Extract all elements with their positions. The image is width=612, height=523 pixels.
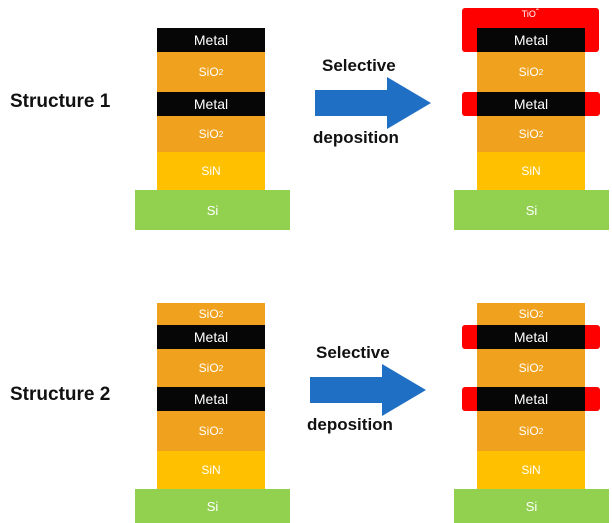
metal-layer: Metal (157, 28, 265, 52)
right-arrow-icon (310, 364, 426, 416)
arrow-1-label-top: Selective (322, 56, 396, 75)
tio2-cap-right (580, 92, 600, 116)
si-substrate: Si (454, 190, 609, 230)
sin-layer: SiN (477, 451, 585, 489)
structure-1-label: Structure 1 (10, 91, 111, 112)
si-substrate: Si (135, 190, 290, 230)
sin-layer: SiN (157, 451, 265, 489)
metal-layer: Metal (477, 325, 585, 349)
metal-layer: Metal (477, 92, 585, 116)
metal-layer: Metal (157, 92, 265, 116)
tio2-cap-right (580, 387, 600, 411)
arrow-1-label-bottom: deposition (313, 128, 399, 147)
si-substrate: Si (135, 489, 290, 523)
right-arrow-icon (315, 77, 431, 129)
sin-layer: SiN (157, 152, 265, 190)
structure-2-label: Structure 2 (10, 384, 111, 405)
arrow-2-label-bottom: deposition (307, 415, 393, 434)
tio2-cap-right (580, 325, 600, 349)
sin-layer: SiN (477, 152, 585, 190)
metal-layer: Metal (157, 387, 265, 411)
metal-layer: Metal (157, 325, 265, 349)
arrow-2 (310, 364, 426, 416)
metal-layer: Metal (477, 28, 585, 52)
arrow-2-label-top: Selective (316, 343, 390, 362)
metal-layer: Metal (477, 387, 585, 411)
si-substrate: Si (454, 489, 609, 523)
arrow-1 (315, 77, 431, 129)
